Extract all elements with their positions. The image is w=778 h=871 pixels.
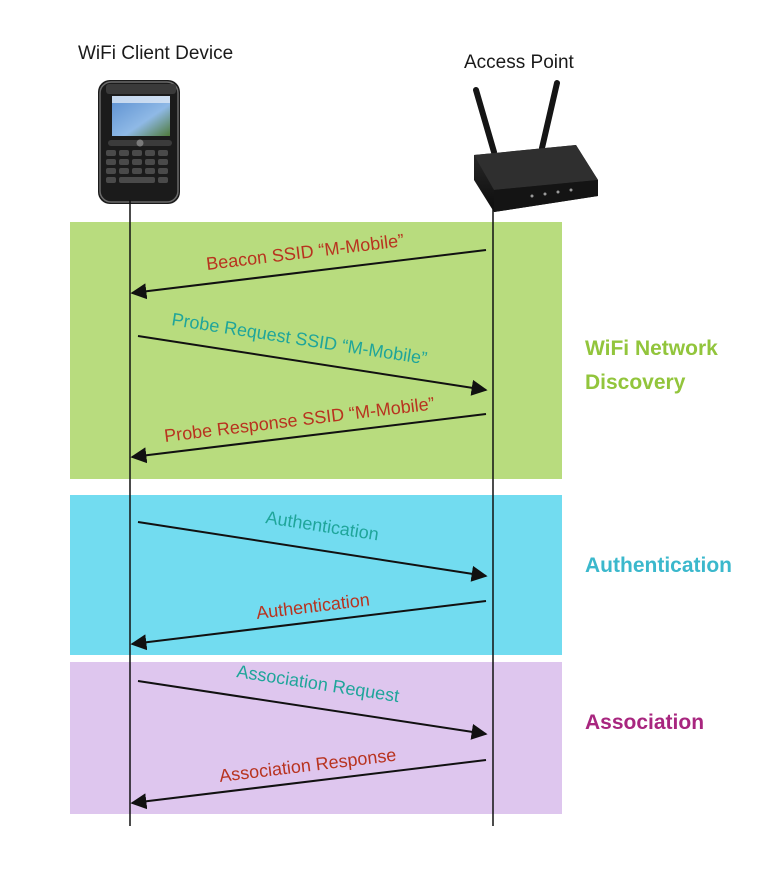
smartphone-icon (98, 80, 180, 204)
discovery-phase-label-line-2: Discovery (585, 371, 686, 394)
authentication-request-arrow (137, 521, 488, 582)
authentication-phase-label: Authentication (585, 554, 732, 577)
probe-response-arrow (130, 413, 487, 464)
probe-request-arrow (137, 335, 488, 396)
association-response-arrow (130, 759, 487, 810)
discovery-phase-label: WiFi Network Discovery (585, 337, 724, 394)
association-request-arrow (137, 680, 488, 740)
discovery-phase-label-line-1: WiFi Network (585, 337, 718, 360)
beacon-arrow (130, 249, 487, 300)
access-point-title: Access Point (464, 52, 575, 73)
association-phase-label: Association (585, 711, 704, 734)
authentication-response-arrow (130, 600, 487, 651)
router-icon (473, 80, 598, 212)
discovery-band (70, 222, 562, 479)
client-device-title: WiFi Client Device (78, 43, 233, 64)
